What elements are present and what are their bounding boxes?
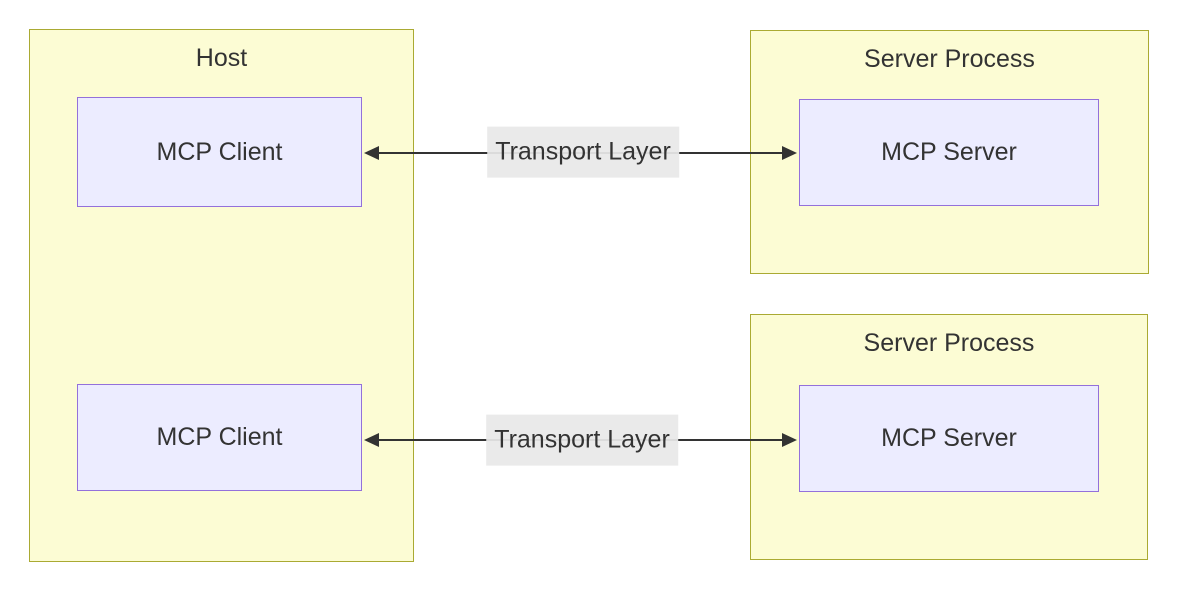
edge-label-transport-layer-1: Transport Layer bbox=[487, 126, 679, 178]
node-mcp-server-1: MCP Server bbox=[799, 99, 1099, 206]
cluster-server-process-2-title: Server Process bbox=[863, 329, 1035, 357]
cluster-host-title: Host bbox=[195, 44, 248, 72]
cluster-server-process-1-title: Server Process bbox=[864, 45, 1035, 73]
node-mcp-client-2: MCP Client bbox=[77, 384, 362, 491]
node-mcp-server-2: MCP Server bbox=[799, 385, 1099, 492]
edge-label-transport-layer-2: Transport Layer bbox=[486, 414, 678, 466]
node-mcp-client-1: MCP Client bbox=[77, 97, 362, 207]
